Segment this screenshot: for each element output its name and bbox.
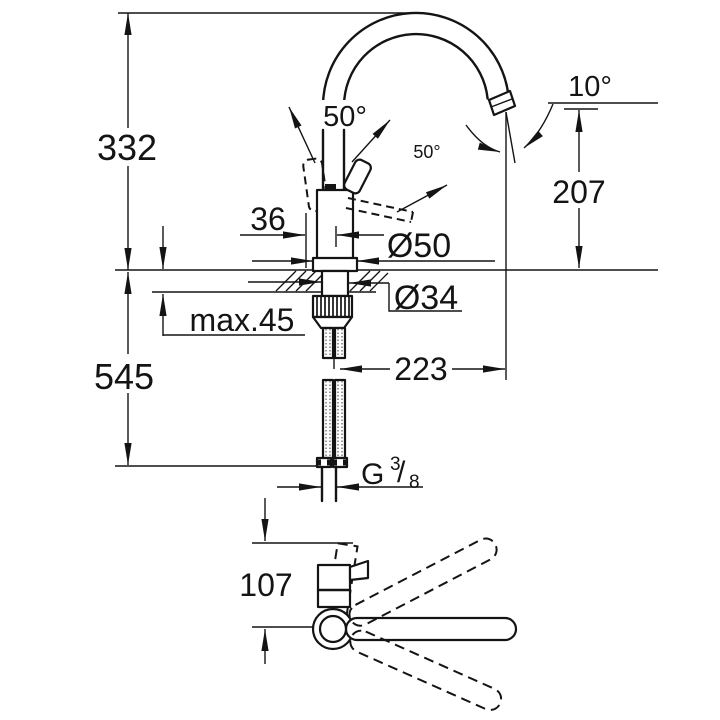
deg-50-handle-label: 50°	[323, 101, 367, 133]
deg-10-label: 10°	[568, 71, 612, 103]
dim-107-label: 107	[239, 567, 292, 603]
spout-outer-arc	[321, 11, 510, 108]
thread-sub-glyph: 8	[409, 472, 420, 493]
hose-connector-right	[331, 456, 349, 469]
deg10-arc-right	[523, 103, 554, 149]
dim-223-label: 223	[394, 351, 447, 387]
front-view	[275, 11, 517, 503]
deg50-swing-leader	[396, 184, 448, 213]
g38-thread-label: G 3 / 8	[361, 454, 420, 493]
handle-swing-position-dashed	[345, 197, 414, 223]
dia34-leader	[388, 283, 462, 312]
thread-slash-glyph: /	[397, 456, 406, 489]
counter-hatching	[275, 270, 389, 292]
handle-lever	[343, 158, 372, 195]
deg50-leg-left	[288, 106, 316, 164]
thread-g-glyph: G	[361, 458, 384, 491]
dim-207-label: 207	[552, 174, 605, 210]
deg50-leg-right	[351, 119, 391, 163]
spout-inner-arc	[342, 32, 489, 108]
dia-34-label: Ø34	[394, 279, 458, 317]
knurl-texture	[316, 297, 350, 316]
handle-top-view	[316, 563, 352, 609]
dim-36-label: 36	[250, 201, 286, 237]
spout-swivel-upper-dashed	[348, 537, 498, 627]
handle-joint	[325, 184, 336, 191]
hose-connector-left	[315, 456, 333, 469]
aerator-band-line	[490, 98, 513, 108]
outlet-tilted-axis	[505, 111, 516, 164]
body-inner-circle	[318, 614, 348, 644]
dimension-labels: 332 545 36 Ø50 Ø34 max.45 223 207 10° 50…	[94, 71, 612, 603]
label-backdrop	[316, 100, 376, 128]
handle-tab	[348, 559, 370, 582]
spout-swivel-lower-dashed	[349, 629, 503, 711]
deg-50-swing-label: 50°	[413, 142, 440, 162]
faucet-base	[311, 256, 359, 273]
dim-332-label: 332	[97, 127, 157, 168]
dim-545-label: 545	[94, 356, 154, 397]
mounting-shank	[320, 269, 350, 298]
deg10-arc-left	[465, 124, 501, 153]
faucet-body	[315, 188, 355, 262]
thread-sup-glyph: 3	[390, 454, 401, 475]
dia-50-label: Ø50	[387, 227, 451, 265]
top-view	[252, 498, 518, 711]
mounting-nut	[311, 294, 354, 330]
max-45-label: max.45	[190, 302, 295, 338]
flexible-hoses	[315, 326, 349, 503]
